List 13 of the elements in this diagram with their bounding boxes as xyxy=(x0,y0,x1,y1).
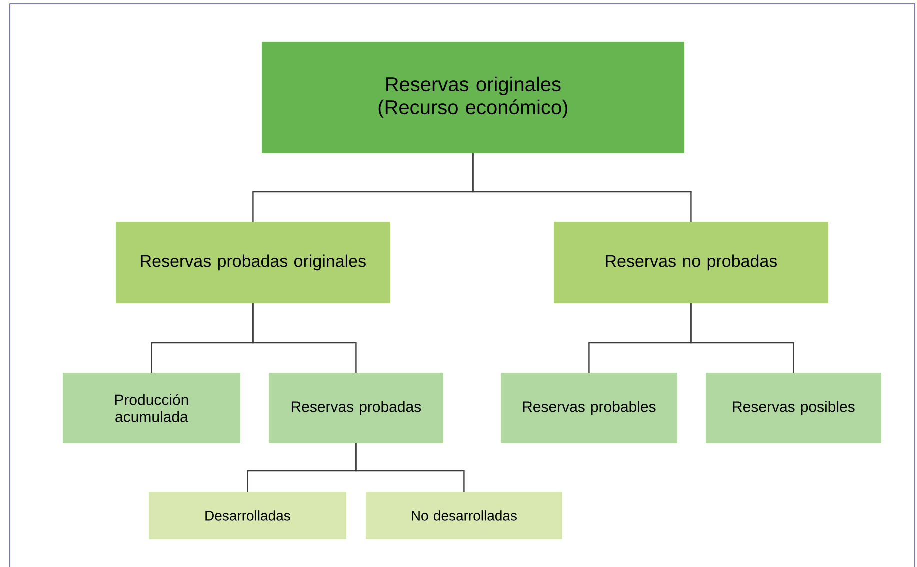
root-box: Reservas originales (Recurso económico) xyxy=(262,42,684,154)
connector xyxy=(690,303,794,373)
connector xyxy=(472,153,692,222)
subcategory-box: Reservas posibles xyxy=(706,373,882,444)
subcategory-box: Reservas probables xyxy=(501,373,678,444)
subcategory-box: Producción acumulada xyxy=(63,373,240,444)
category-box: Reservas no probadas xyxy=(554,222,828,304)
connector xyxy=(356,443,465,492)
category-box: Reservas probadas originales xyxy=(116,222,390,304)
connector xyxy=(252,303,357,373)
subcategory-box: No desarrolladas xyxy=(366,492,562,540)
subcategory-box: Reservas probadas xyxy=(269,373,444,444)
subcategory-box: Desarrolladas xyxy=(149,492,346,540)
